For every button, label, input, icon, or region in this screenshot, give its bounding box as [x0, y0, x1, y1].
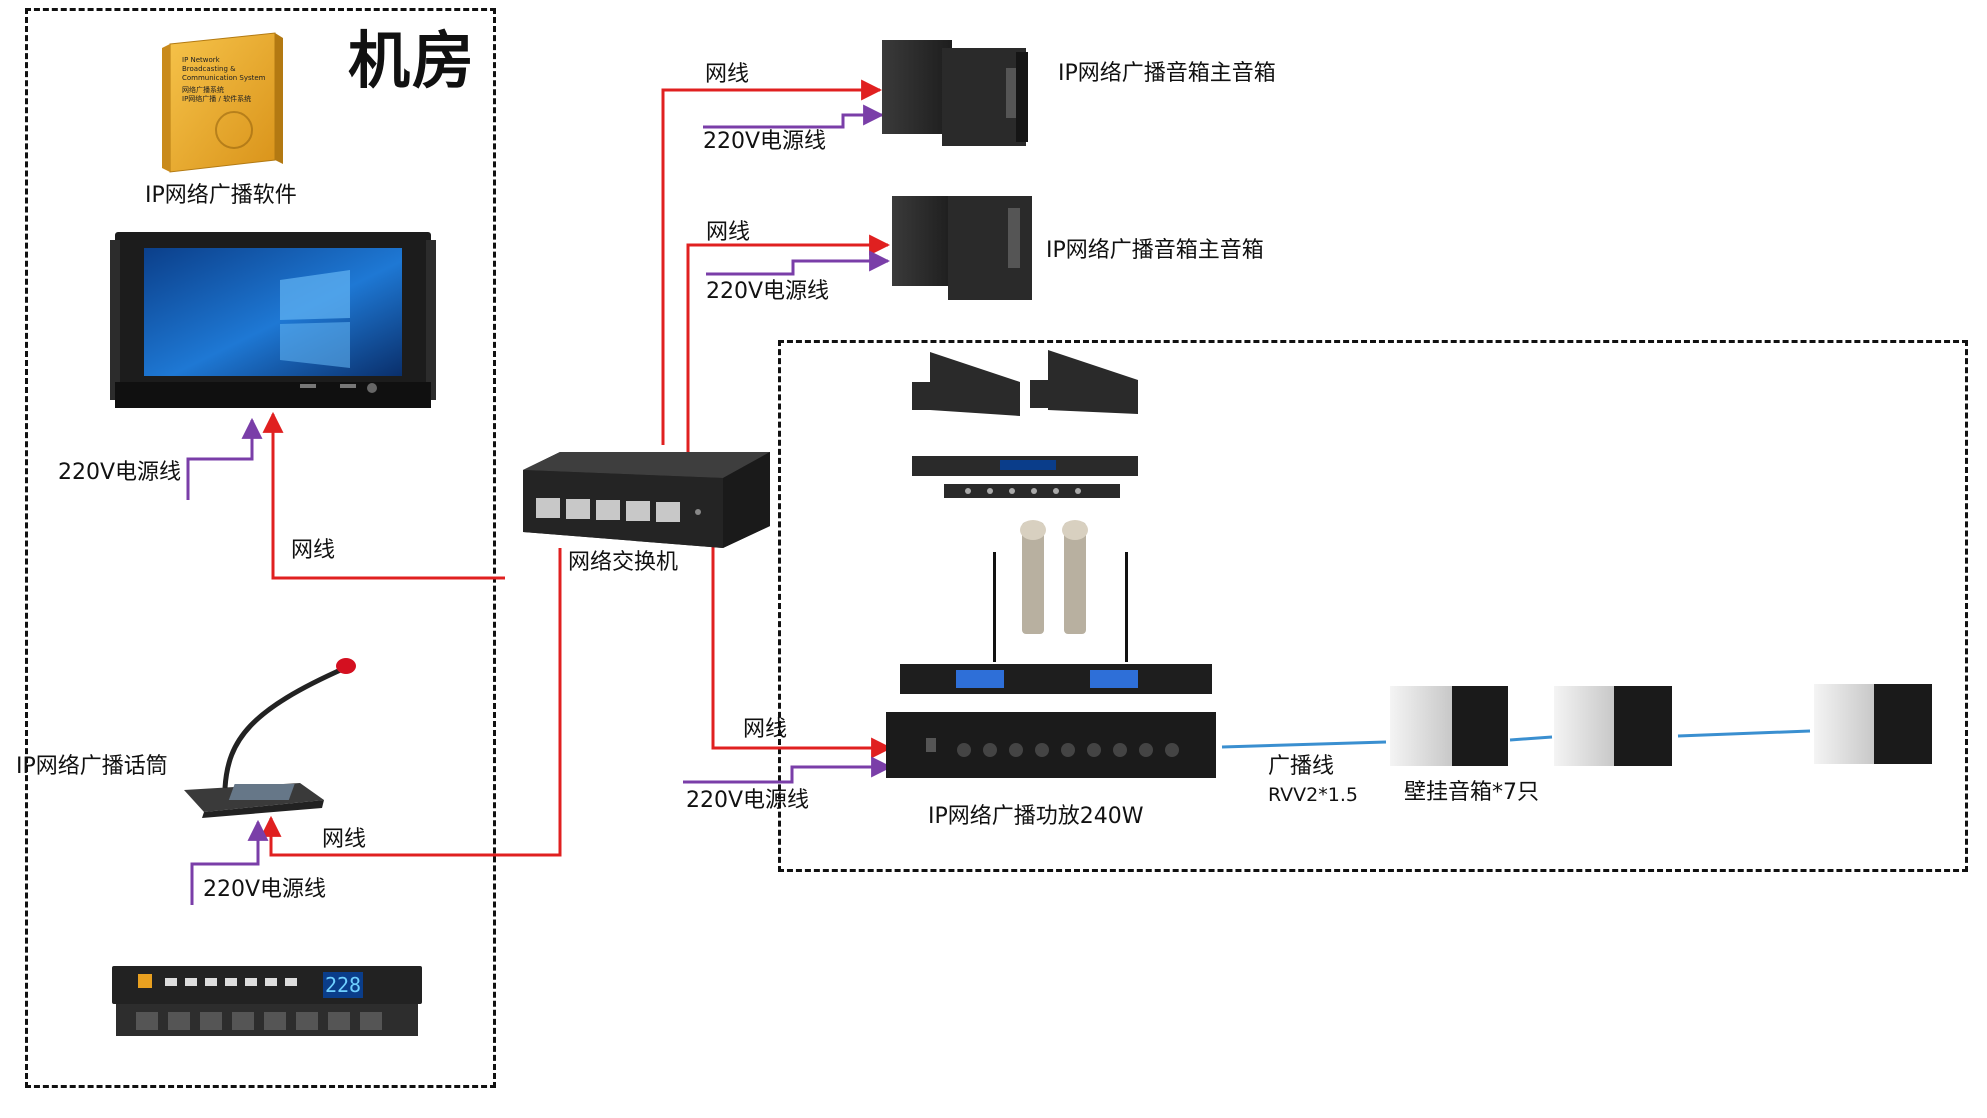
broadcast-server-icon: [110, 232, 436, 408]
paging-microphone-icon: [184, 658, 356, 818]
amplifier-icon: [886, 712, 1216, 778]
antenna-distributor-icon: [912, 456, 1138, 498]
network-switch-icon: [523, 452, 770, 548]
net-label-server: 网线: [291, 538, 336, 563]
net-label-mic: 网线: [322, 827, 367, 852]
power-sequencer-icon: 228: [112, 966, 422, 1036]
net-line-speaker-mid: [686, 234, 891, 470]
net-label-speaker-top: 网线: [705, 62, 750, 87]
power-line-mic: [190, 819, 269, 905]
machine-room-title: 机房: [348, 24, 477, 97]
wall-speakers-label: 壁挂音箱*7只: [1404, 780, 1539, 805]
power-sequencer-display: 228: [325, 973, 361, 997]
speaker-top-label: IP网络广播音箱主音箱: [1058, 61, 1276, 86]
broadcast-cables: [1221, 729, 1811, 749]
net-label-amplifier: 网线: [743, 717, 788, 742]
power-label-speaker-top: 220V电源线: [703, 129, 827, 154]
microphone-label: IP网络广播话筒: [16, 754, 168, 779]
software-box-line: Communication System: [182, 74, 266, 82]
net-line-server: [262, 411, 505, 580]
switch-label: 网络交换机: [568, 550, 679, 575]
net-line-speaker-top: [661, 79, 883, 445]
network-cables: [260, 79, 893, 857]
machine-room-border: [25, 8, 496, 1088]
broadcast-cable-spec: RVV2*1.5: [1268, 784, 1358, 806]
broadcast-cable-label: 广播线: [1268, 754, 1335, 779]
classroom-border: [778, 340, 1968, 872]
ip-speaker-mid-icon: [892, 196, 1032, 300]
broadcast-line-2: [1509, 735, 1553, 742]
broadcast-line-1: [1221, 740, 1387, 749]
power-line-speaker-mid: [706, 250, 891, 276]
power-label-speaker-mid: 220V电源线: [706, 279, 830, 304]
power-line-server: [186, 417, 263, 500]
power-label-server: 220V电源线: [58, 460, 182, 485]
wireless-mic-receiver-icon: [900, 520, 1212, 694]
net-label-speaker-mid: 网线: [706, 220, 751, 245]
power-line-speaker-top: [703, 104, 885, 129]
antenna-icon: [912, 350, 1138, 416]
software-box-icon: IP Network Broadcasting & Communication …: [162, 32, 283, 173]
wall-speakers-icon: [1390, 684, 1932, 766]
software-box-line: IP Network: [182, 56, 221, 64]
power-line-amplifier: [683, 756, 893, 784]
software-box-line: IP网络广播 / 软件系统: [182, 94, 251, 103]
power-cables: [186, 104, 893, 905]
net-line-amplifier: [711, 545, 893, 759]
power-label-mic: 220V电源线: [203, 877, 327, 902]
broadcast-line-3: [1677, 729, 1811, 738]
software-box-line: 网络广播系统: [182, 85, 224, 94]
software-label: IP网络广播软件: [145, 183, 297, 208]
power-label-amplifier: 220V电源线: [686, 788, 810, 813]
amplifier-label: IP网络广播功放240W: [928, 804, 1144, 829]
net-line-mic: [260, 548, 562, 857]
ip-speaker-top-icon: [882, 40, 1028, 146]
speaker-mid-label: IP网络广播音箱主音箱: [1046, 238, 1264, 263]
software-box-line: Broadcasting &: [182, 65, 236, 73]
